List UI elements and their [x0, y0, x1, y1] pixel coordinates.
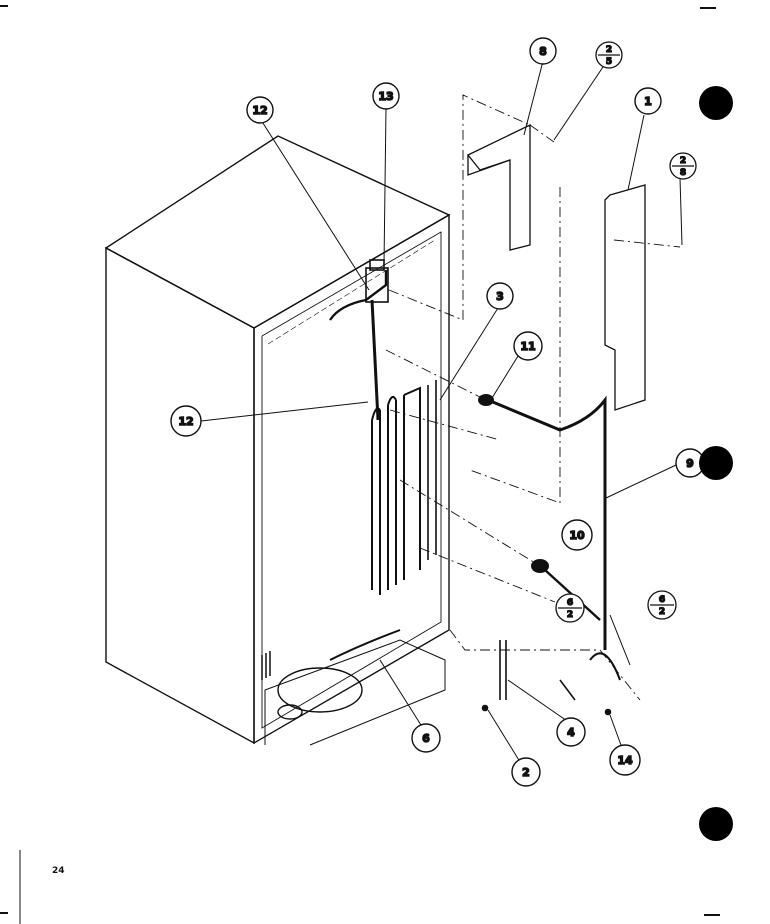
reference-fractions: 2 5 2 8 6 2 6 2 [555, 41, 697, 623]
ref-fraction-top-num: 2 [606, 45, 612, 55]
callout-14: 14 [609, 744, 641, 776]
callout-2: 2 [511, 757, 541, 787]
machine-compartment [264, 639, 446, 746]
callout-4: 4 [556, 717, 586, 747]
ref-fraction-mid-num: 6 [567, 598, 573, 608]
callout-6: 6 [411, 723, 441, 753]
fitting-11 [478, 394, 494, 406]
registration-marks [699, 86, 733, 841]
callout-12-mid: 12 [170, 405, 202, 437]
ref-fraction-top-den: 5 [606, 57, 612, 67]
callout-1-label: 1 [644, 95, 652, 108]
leader-lines [200, 57, 683, 771]
part-8-panel [466, 123, 531, 251]
callout-11: 11 [513, 331, 543, 361]
part-1-cover [604, 184, 646, 411]
ref-fraction-right-num: 2 [680, 156, 686, 166]
tubing-assembly [487, 395, 621, 681]
ref-fraction-mid-den: 2 [567, 610, 573, 620]
ref-fraction-right-low-den: 2 [659, 607, 665, 617]
callout-2-label: 2 [522, 766, 530, 779]
callouts: 13 12 8 1 3 11 12 9 [170, 37, 705, 787]
callout-3-label: 3 [496, 290, 504, 303]
registration-dot-icon [699, 807, 733, 841]
callout-12-top-label: 12 [252, 104, 267, 117]
callout-12-mid-label: 12 [178, 415, 193, 428]
ref-fraction-right-den: 8 [680, 168, 686, 178]
callout-12-top: 12 [246, 96, 274, 124]
side-vents [261, 651, 271, 680]
callout-6-label: 6 [422, 732, 430, 745]
callout-10-label: 10 [569, 529, 585, 542]
compressor [277, 629, 401, 720]
ref-fraction-right-low: 6 2 [647, 590, 677, 620]
ref-fraction-right: 2 8 [669, 152, 697, 180]
cabinet-top [104, 135, 451, 329]
refrigerator-cabinet [104, 135, 451, 746]
ref-fraction-top: 2 5 [595, 41, 623, 69]
callout-9-label: 9 [686, 457, 694, 470]
callout-8: 8 [529, 37, 557, 65]
callout-1: 1 [634, 87, 662, 115]
registration-dot-icon [699, 446, 733, 480]
ref-fraction-right-low-num: 6 [659, 595, 665, 605]
ref-fraction-mid: 6 2 [555, 593, 585, 623]
explode-guide-lines [385, 94, 681, 701]
condenser-coil [329, 270, 437, 595]
callout-10: 10 [561, 519, 593, 551]
callout-11-label: 11 [520, 340, 535, 353]
scan-edge-marks [0, 5, 720, 924]
callout-4-label: 4 [567, 726, 575, 739]
callout-13: 13 [372, 82, 400, 110]
callout-8-label: 8 [539, 45, 547, 58]
callout-3: 3 [486, 282, 514, 310]
bracket-parts [481, 640, 612, 716]
page-number: 24 [52, 866, 65, 876]
callout-14-label: 14 [617, 754, 633, 767]
registration-dot-icon [699, 86, 733, 120]
callout-13-label: 13 [378, 90, 393, 103]
cabinet-side [105, 246, 255, 745]
